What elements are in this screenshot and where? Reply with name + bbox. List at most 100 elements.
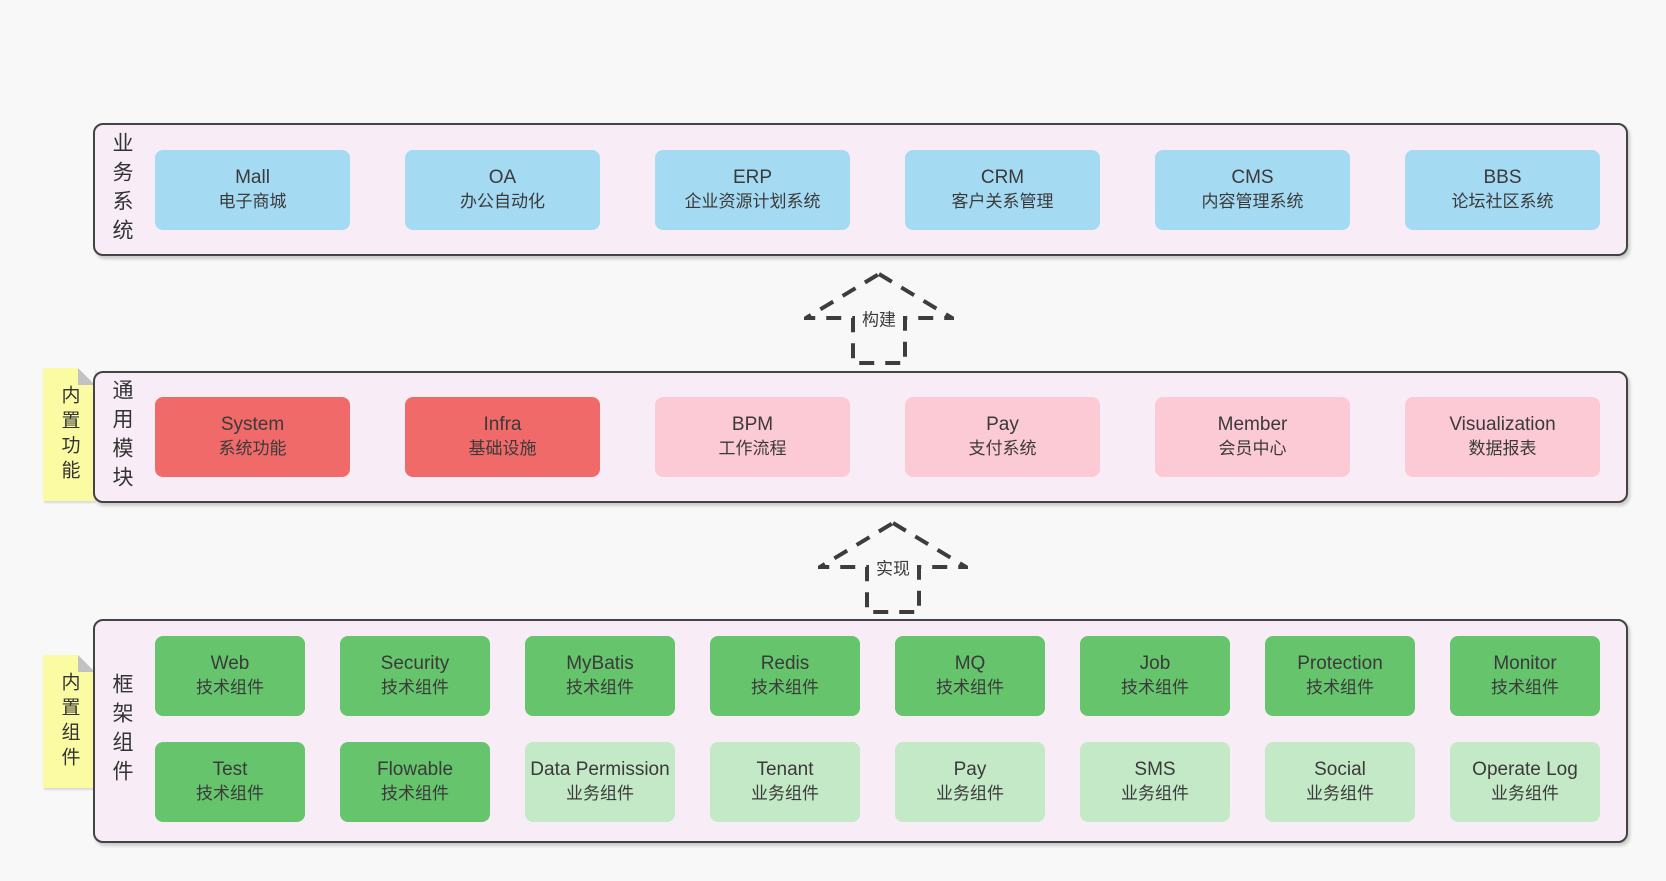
box-title: System: [220, 414, 285, 435]
box-subtitle: 技术组件: [381, 784, 449, 803]
box-title: Pay: [986, 414, 1019, 435]
modules-box-row: System 系统功能 Infra 基础设施 BPM 工作流程 Pay 支付系统…: [155, 397, 1600, 477]
box-subtitle: 基础设施: [468, 439, 537, 458]
up-arrow-icon: [818, 520, 968, 614]
box-redis: Redis 技术组件: [710, 636, 860, 716]
box-subtitle: 办公自动化: [460, 192, 545, 211]
box-subtitle: 论坛社区系统: [1451, 192, 1554, 211]
box-subtitle: 业务组件: [751, 784, 819, 803]
box-subtitle: 业务组件: [1121, 784, 1189, 803]
layer-framework-components: 框架组件 Web 技术组件 Security 技术组件 MyBatis 技术组件…: [93, 619, 1628, 843]
box-title: SMS: [1134, 759, 1176, 780]
box-security: Security 技术组件: [340, 636, 490, 716]
box-title: Mall: [235, 167, 270, 188]
box-tenant: Tenant 业务组件: [710, 742, 860, 822]
box-infra: Infra 基础设施: [405, 397, 600, 477]
box-title: BPM: [731, 414, 774, 435]
box-bbs: BBS 论坛社区系统: [1405, 150, 1600, 230]
box-subtitle: 会员中心: [1218, 439, 1287, 458]
box-erp: ERP 企业资源计划系统: [655, 150, 850, 230]
layer-business-label: 业务系统: [110, 131, 133, 248]
box-title: Flowable: [376, 759, 454, 780]
components-box-row-1: Web 技术组件 Security 技术组件 MyBatis 技术组件 Redi…: [155, 636, 1600, 716]
box-subtitle: 业务组件: [1306, 784, 1374, 803]
box-mall: Mall 电子商城: [155, 150, 350, 230]
box-subtitle: 技术组件: [1121, 678, 1189, 697]
box-title: Social: [1314, 759, 1366, 780]
box-subtitle: 技术组件: [196, 678, 264, 697]
box-title: CMS: [1231, 167, 1274, 188]
box-subtitle: 技术组件: [1491, 678, 1559, 697]
box-subtitle: 业务组件: [566, 784, 634, 803]
box-title: Monitor: [1493, 653, 1557, 674]
box-visualization: Visualization 数据报表: [1405, 397, 1600, 477]
box-job: Job 技术组件: [1080, 636, 1230, 716]
box-subtitle: 工作流程: [718, 439, 787, 458]
box-pay-component: Pay 业务组件: [895, 742, 1045, 822]
box-title: Infra: [483, 414, 522, 435]
box-subtitle: 客户关系管理: [951, 192, 1054, 211]
box-system: System 系统功能: [155, 397, 350, 477]
box-title: Member: [1217, 414, 1288, 435]
box-mq: MQ 技术组件: [895, 636, 1045, 716]
box-title: OA: [488, 167, 517, 188]
box-social: Social 业务组件: [1265, 742, 1415, 822]
box-mybatis: MyBatis 技术组件: [525, 636, 675, 716]
box-sms: SMS 业务组件: [1080, 742, 1230, 822]
box-flowable: Flowable 技术组件: [340, 742, 490, 822]
layer-common-modules: 通用模块 System 系统功能 Infra 基础设施 BPM 工作流程 Pay…: [93, 371, 1628, 503]
box-title: Job: [1139, 653, 1171, 674]
implement-arrow: 实现: [818, 520, 968, 615]
box-title: Data Permission: [530, 759, 670, 780]
box-title: Operate Log: [1472, 759, 1578, 780]
box-subtitle: 技术组件: [751, 678, 819, 697]
box-subtitle: 业务组件: [936, 784, 1004, 803]
builtin-components-note: 内置组件: [43, 655, 95, 788]
box-title: ERP: [732, 167, 773, 188]
up-arrow-icon: [804, 271, 954, 365]
box-subtitle: 技术组件: [1306, 678, 1374, 697]
layer-components-label: 框架组件: [110, 673, 133, 789]
box-title: MQ: [954, 653, 986, 674]
box-subtitle: 技术组件: [196, 784, 264, 803]
box-subtitle: 技术组件: [936, 678, 1004, 697]
business-box-row: Mall 电子商城 OA 办公自动化 ERP 企业资源计划系统 CRM 客户关系…: [155, 150, 1600, 230]
box-operate-log: Operate Log 业务组件: [1450, 742, 1600, 822]
box-title: MyBatis: [566, 653, 634, 674]
box-monitor: Monitor 技术组件: [1450, 636, 1600, 716]
box-oa: OA 办公自动化: [405, 150, 600, 230]
box-pay-module: Pay 支付系统: [905, 397, 1100, 477]
box-subtitle: 电子商城: [218, 192, 287, 211]
box-subtitle: 技术组件: [566, 678, 634, 697]
box-web: Web 技术组件: [155, 636, 305, 716]
box-title: Tenant: [756, 759, 814, 780]
box-test: Test 技术组件: [155, 742, 305, 822]
box-title: Test: [212, 759, 248, 780]
box-subtitle: 数据报表: [1468, 439, 1537, 458]
box-subtitle: 技术组件: [381, 678, 449, 697]
box-title: Pay: [953, 759, 987, 780]
layer-business-systems: 业务系统 Mall 电子商城 OA 办公自动化 ERP 企业资源计划系统 CRM…: [93, 123, 1628, 256]
box-subtitle: 内容管理系统: [1201, 192, 1304, 211]
box-subtitle: 系统功能: [218, 439, 287, 458]
box-title: Visualization: [1449, 414, 1556, 435]
box-subtitle: 业务组件: [1491, 784, 1559, 803]
box-subtitle: 支付系统: [968, 439, 1037, 458]
box-title: Security: [380, 653, 450, 674]
box-cms: CMS 内容管理系统: [1155, 150, 1350, 230]
box-title: Protection: [1297, 653, 1383, 674]
box-title: Redis: [760, 653, 810, 674]
components-box-row-2: Test 技术组件 Flowable 技术组件 Data Permission …: [155, 742, 1600, 822]
note-text: 内置组件: [58, 671, 80, 772]
build-arrow-label: 构建: [860, 304, 898, 332]
box-member: Member 会员中心: [1155, 397, 1350, 477]
builtin-functions-note: 内置功能: [43, 368, 95, 501]
box-subtitle: 企业资源计划系统: [684, 192, 821, 211]
box-crm: CRM 客户关系管理: [905, 150, 1100, 230]
build-arrow: 构建: [804, 271, 954, 366]
layer-modules-label: 通用模块: [110, 379, 133, 495]
implement-arrow-label: 实现: [874, 553, 912, 581]
box-title: Web: [210, 653, 250, 674]
note-text: 内置功能: [58, 384, 80, 485]
